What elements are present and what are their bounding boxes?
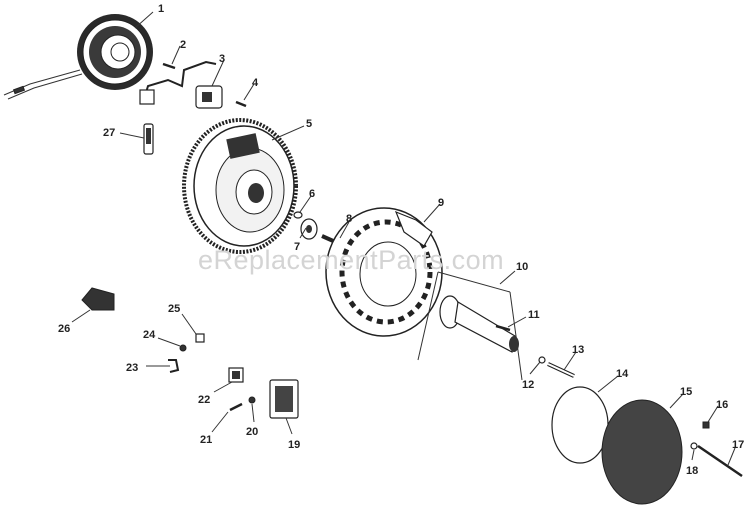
- callout-10: 10: [516, 261, 528, 273]
- callout-14: 14: [616, 368, 629, 380]
- callout-7: 7: [294, 241, 300, 253]
- callout-23: 23: [126, 362, 138, 374]
- rectifier-part: [228, 367, 244, 383]
- callout-16: 16: [716, 399, 728, 411]
- callout-20: 20: [246, 426, 258, 438]
- stator-part: [3, 14, 153, 100]
- washer-part-18: [690, 442, 698, 450]
- callout-19: 19: [288, 439, 300, 451]
- flywheel-part: [182, 118, 298, 254]
- screw-part-4: [235, 100, 247, 108]
- ring-part: [551, 386, 609, 464]
- callout-5: 5: [306, 118, 312, 130]
- pin-part-13: [547, 362, 575, 378]
- callout-21: 21: [200, 434, 212, 446]
- fan-part: [325, 207, 443, 337]
- nut-part-12: [538, 356, 546, 364]
- screw-part-16: [702, 421, 710, 429]
- callout-6: 6: [309, 188, 315, 200]
- callout-labels: 1 2 3 4 5 6 7 8 9 10 11 12 13 14 15 16 1…: [58, 3, 744, 477]
- screen-part: [601, 399, 683, 505]
- callout-26: 26: [58, 323, 70, 335]
- clip-part-23: [168, 359, 180, 373]
- nut-part-20: [248, 396, 256, 404]
- callout-3: 3: [219, 53, 225, 65]
- callout-9: 9: [438, 197, 444, 209]
- regulator-part: [269, 379, 299, 419]
- callout-25: 25: [168, 303, 180, 315]
- callout-12: 12: [522, 379, 534, 391]
- callout-18: 18: [686, 465, 698, 477]
- washer-part-6: [293, 211, 303, 219]
- callout-11: 11: [528, 309, 540, 321]
- screw-part-17: [697, 444, 743, 478]
- callout-15: 15: [680, 386, 692, 398]
- callout-13: 13: [572, 344, 584, 356]
- ignition-module-part: [139, 60, 223, 109]
- callout-22: 22: [198, 394, 210, 406]
- callout-2: 2: [180, 39, 186, 51]
- callout-17: 17: [732, 439, 744, 451]
- callout-24: 24: [143, 329, 156, 341]
- callout-1: 1: [158, 3, 164, 15]
- callout-4: 4: [252, 77, 259, 89]
- screw-part-11: [495, 324, 511, 332]
- washer-part-7: [300, 218, 318, 240]
- terminal-part-25: [195, 333, 205, 343]
- screw-part-21: [229, 402, 243, 412]
- callout-8: 8: [346, 213, 352, 225]
- screw-part-2: [162, 62, 176, 70]
- callout-27: 27: [103, 127, 115, 139]
- callout-leaders: [71, 11, 736, 466]
- nut-part-24: [179, 344, 187, 352]
- hub-shaft-part: [417, 271, 523, 381]
- connector-part-26: [81, 287, 115, 311]
- watermark-text: eReplacementParts.com: [198, 245, 504, 275]
- spark-plug-part: [143, 123, 154, 155]
